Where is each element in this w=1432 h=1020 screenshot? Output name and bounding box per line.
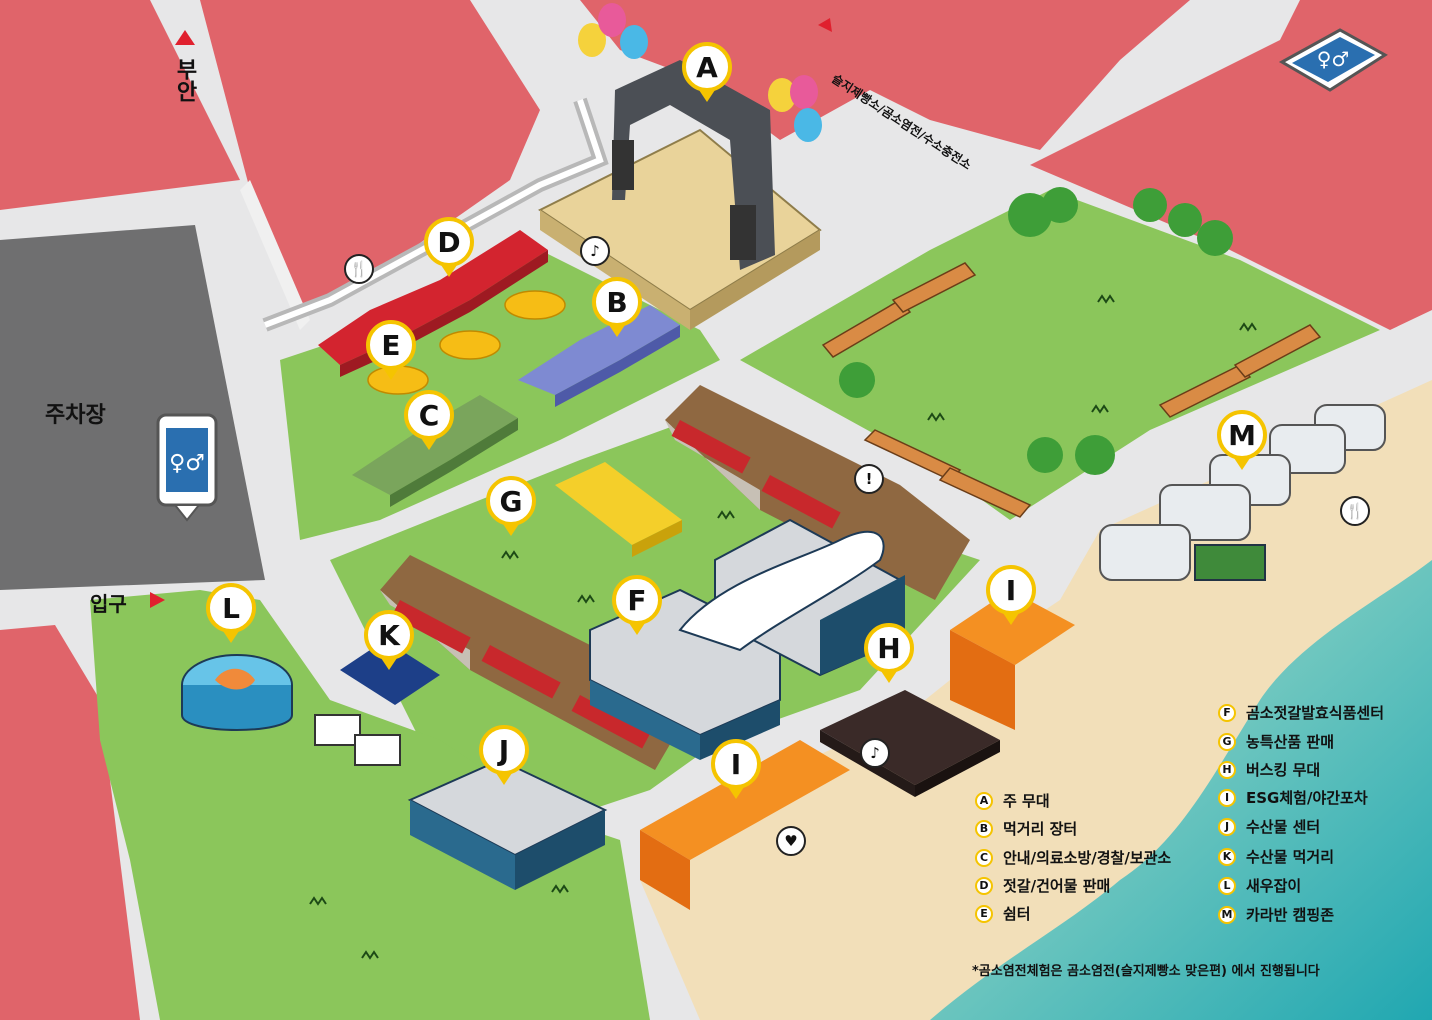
city-block-top-mid — [200, 0, 540, 320]
legend-badge: M — [1218, 905, 1236, 924]
legend-badge: D — [975, 876, 993, 895]
legend-item-j: J 수산물 센터 — [1218, 816, 1320, 837]
music-note-icon-busking: ♪ — [860, 738, 890, 768]
legend-badge: I — [1218, 788, 1236, 807]
balloons — [578, 3, 822, 142]
marker-a[interactable]: A — [682, 42, 732, 102]
marker-k[interactable]: K — [364, 610, 414, 670]
marker-c[interactable]: C — [404, 390, 454, 450]
legend-item-d: D 젓갈/건어물 판매 — [975, 875, 1110, 896]
caravans — [1099, 404, 1386, 581]
building-upper-row — [665, 385, 970, 600]
legend-badge: E — [975, 904, 993, 923]
main-stage-front — [540, 210, 690, 330]
entrance-label: 입구 — [90, 592, 127, 616]
legend-text: 곰소젓갈발효식품센터 — [1246, 704, 1385, 722]
legend-badge: G — [1218, 732, 1236, 751]
tents-k — [314, 640, 440, 766]
legend-badge: H — [1218, 760, 1236, 779]
building-f — [589, 518, 905, 760]
legend-text: 안내/의료소방/경찰/보관소 — [1003, 849, 1172, 867]
legend-text: 수산물 센터 — [1246, 818, 1321, 836]
legend-text: 먹거리 장터 — [1003, 820, 1078, 838]
legend-text: ESG체험/야간포차 — [1246, 789, 1368, 807]
svg-text:♀♂: ♀♂ — [169, 451, 205, 476]
legend-item-f: F 곰소젓갈발효식품센터 — [1218, 702, 1384, 723]
umbrellas-e — [367, 290, 566, 395]
legend-item-m: M 카라반 캠핑존 — [1218, 904, 1334, 925]
legend-badge: A — [975, 791, 993, 810]
restroom-icon-top: ♀♂ — [1278, 28, 1388, 92]
marker-i-upper[interactable]: I — [986, 565, 1036, 625]
footnote: *곰소염전체험은 곰소염전(슬지제빵소 맞은편) 에서 진행됩니다 — [972, 964, 1320, 979]
legend-text: 농특산품 판매 — [1246, 733, 1335, 751]
marker-i-lower[interactable]: I — [711, 739, 761, 799]
city-block-top-left — [0, 0, 240, 210]
marker-d[interactable]: D — [424, 217, 474, 277]
tents-i-lower — [640, 740, 850, 910]
building-j — [407, 758, 608, 890]
legend-item-b: B 먹거리 장터 — [975, 818, 1077, 839]
legend-text: 젓갈/건어물 판매 — [1003, 877, 1111, 895]
speaker-left — [612, 140, 634, 190]
trees — [839, 187, 1233, 475]
legend-item-l: L 새우잡이 — [1218, 875, 1301, 896]
legend-text: 버스킹 무대 — [1246, 761, 1321, 779]
legend-text: 수산물 먹거리 — [1246, 848, 1335, 866]
legend-badge: B — [975, 819, 993, 838]
street-label-buan: 부안 — [172, 58, 197, 102]
legend-item-g: G 농특산품 판매 — [1218, 731, 1334, 752]
legend-item-k: K 수산물 먹거리 — [1218, 846, 1334, 867]
marker-m[interactable]: M — [1217, 410, 1267, 470]
marker-h[interactable]: H — [864, 623, 914, 683]
legend-badge: C — [975, 848, 993, 867]
legend-text: 주 무대 — [1003, 792, 1050, 810]
legend-badge: K — [1218, 847, 1236, 866]
tents-i-upper — [950, 590, 1075, 730]
speaker-right — [730, 205, 756, 260]
city-block-top-center — [580, 0, 1190, 150]
arrow-top — [818, 18, 832, 32]
grass-tufts — [309, 294, 1257, 960]
legend-item-c: C 안내/의료소방/경찰/보관소 — [975, 847, 1171, 868]
heart-icon: ♥ — [776, 826, 806, 856]
legend-badge: J — [1218, 817, 1236, 836]
legend-badge: L — [1218, 876, 1236, 895]
tents-g — [555, 462, 682, 557]
restaurant-icon-caravan: 🍴 — [1340, 496, 1370, 526]
shrimp-pool — [181, 654, 293, 731]
svg-text:♀♂: ♀♂ — [1317, 47, 1350, 71]
legend-text: 카라반 캠핑존 — [1246, 906, 1335, 924]
marker-l[interactable]: L — [206, 583, 256, 643]
exclamation-icon: ! — [854, 464, 884, 494]
legend-item-e: E 쉼터 — [975, 903, 1031, 924]
legend-text: 쉼터 — [1003, 905, 1031, 923]
stage-truss — [612, 60, 775, 270]
legend-item-h: H 버스킹 무대 — [1218, 759, 1320, 780]
city-block-bottom-left — [0, 625, 140, 1020]
arrow-entrance — [150, 592, 165, 608]
marker-j[interactable]: J — [479, 725, 529, 785]
camping-car — [1194, 544, 1266, 581]
marker-e[interactable]: E — [366, 320, 416, 380]
tents-b — [518, 305, 680, 407]
restroom-icon: ♀♂ — [156, 413, 218, 522]
legend-badge: F — [1218, 703, 1236, 722]
music-note-icon: ♪ — [580, 236, 610, 266]
arrow-buan — [175, 30, 195, 45]
marker-b[interactable]: B — [592, 277, 642, 337]
sea — [930, 560, 1432, 1020]
marker-f[interactable]: F — [612, 575, 662, 635]
benches — [821, 262, 1322, 518]
legend-item-a: A 주 무대 — [975, 790, 1050, 811]
legend-item-i: I ESG체험/야간포차 — [1218, 787, 1368, 808]
marker-g[interactable]: G — [486, 476, 536, 536]
main-stage-side — [690, 230, 820, 330]
parking-label: 주차장 — [45, 403, 106, 428]
legend-text: 새우잡이 — [1246, 877, 1302, 895]
grass-right — [740, 190, 1380, 520]
restaurant-icon: 🍴 — [344, 254, 374, 284]
